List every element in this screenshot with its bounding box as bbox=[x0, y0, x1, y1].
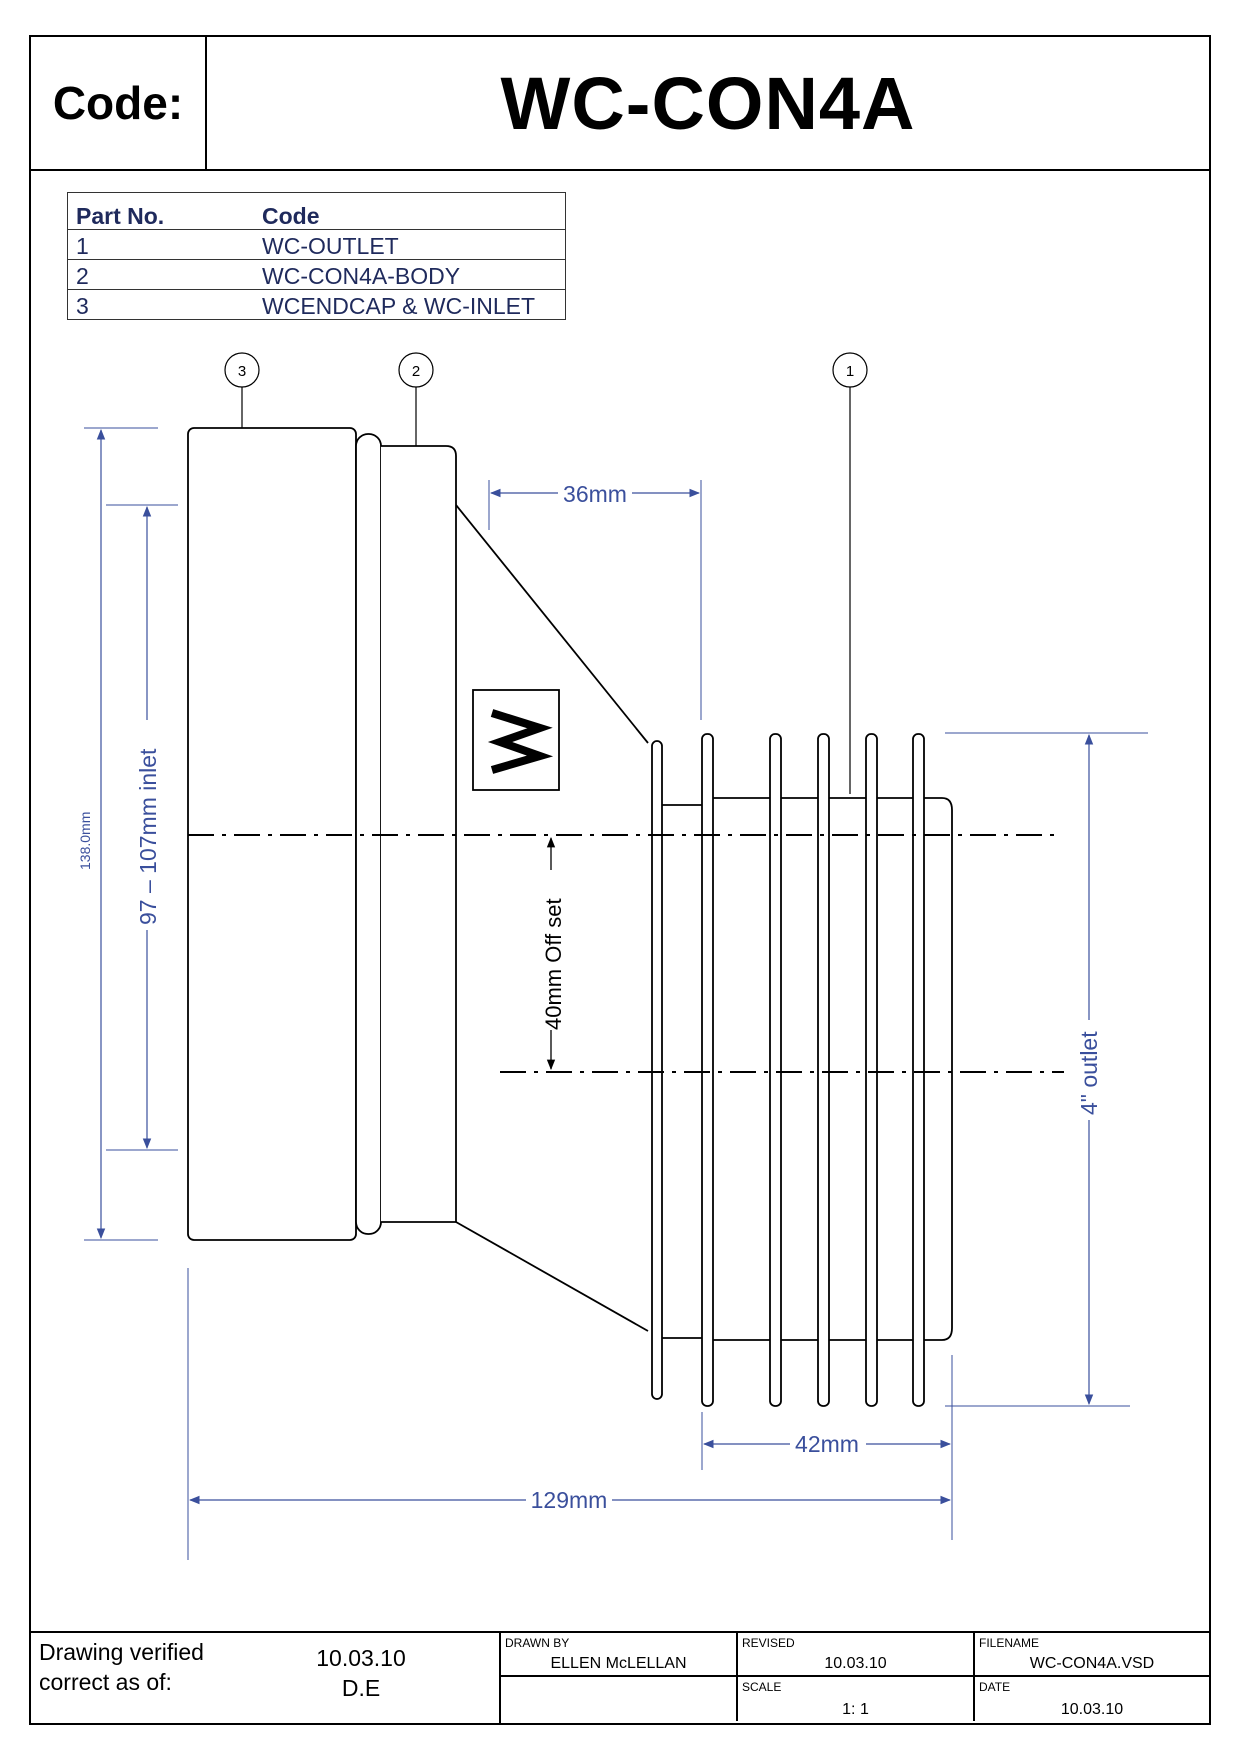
outlet-label: 4" outlet bbox=[1076, 1031, 1102, 1115]
overall-height-label: 138.0mm bbox=[77, 812, 93, 870]
offset-label: 40mm Off set bbox=[541, 898, 566, 1030]
verified-date: 10.03.10 bbox=[316, 1645, 406, 1671]
code-label: Code: bbox=[31, 37, 207, 171]
part-no-cell: 3 bbox=[67, 289, 254, 320]
w-logo-icon bbox=[472, 689, 560, 791]
scale-label: SCALE bbox=[742, 1680, 782, 1694]
filename-label: FILENAME bbox=[979, 1636, 1040, 1650]
overall-height-dimension: 138.0mm bbox=[77, 427, 158, 1241]
title-block: Drawing verified correct as of: 10.03.10… bbox=[31, 1631, 1209, 1723]
inlet-dimension: 97 – 107mm inlet bbox=[106, 504, 178, 1151]
verified-line-1: Drawing verified bbox=[39, 1639, 204, 1665]
outlet-assembly bbox=[651, 733, 953, 1407]
balloon-1: 1 bbox=[832, 352, 868, 794]
step-label: 36mm bbox=[563, 481, 627, 507]
filename-value: WC-CON4A.VSD bbox=[1029, 1655, 1155, 1672]
cone-top-edge bbox=[455, 504, 649, 744]
date-cell: DATE 10.03.10 bbox=[975, 1677, 1209, 1721]
part-code-cell: WCENDCAP & WC-INLET bbox=[254, 289, 566, 320]
date-value: 10.03.10 bbox=[1060, 1701, 1124, 1718]
verified-by: D.E bbox=[341, 1675, 381, 1701]
inlet-label: 97 – 107mm inlet bbox=[135, 748, 161, 925]
revised-cell: REVISED 10.03.10 bbox=[738, 1633, 975, 1677]
product-code-title: WC-CON4A bbox=[207, 37, 1209, 171]
outlet-length-dimension: 42mm bbox=[701, 1355, 953, 1470]
revised-value: 10.03.10 bbox=[824, 1655, 887, 1672]
part-no-cell: 2 bbox=[67, 259, 254, 290]
balloon-1-label: 1 bbox=[846, 363, 854, 380]
outlet-flange bbox=[651, 740, 663, 1400]
part-code-cell: WC-OUTLET bbox=[254, 229, 566, 260]
filename-cell: FILENAME WC-CON4A.VSD bbox=[975, 1633, 1209, 1677]
code-header: Code bbox=[254, 192, 566, 230]
cone-bottom-edge bbox=[455, 1221, 649, 1332]
date-label: DATE bbox=[979, 1680, 1011, 1694]
table-row: 2 WC-CON4A-BODY bbox=[67, 259, 566, 290]
overall-length-dimension: 129mm bbox=[187, 1268, 953, 1560]
scale-cell: SCALE 1: 1 bbox=[738, 1677, 975, 1721]
outlet-fin bbox=[912, 733, 925, 1407]
overall-length-label: 129mm bbox=[531, 1487, 608, 1513]
drawing-frame: Code: WC-CON4A Drawing verified correct … bbox=[29, 35, 1211, 1725]
balloon-2: 2 bbox=[398, 352, 434, 446]
outlet-dimension: 4" outlet bbox=[945, 732, 1148, 1407]
step-dimension: 36mm bbox=[488, 480, 702, 720]
parts-table-header: Part No. Code bbox=[67, 192, 566, 230]
table-row: 1 WC-OUTLET bbox=[67, 229, 566, 260]
table-row: 3 WCENDCAP & WC-INLET bbox=[67, 289, 566, 320]
balloon-3-label: 3 bbox=[238, 363, 246, 380]
blank-cell bbox=[501, 1677, 738, 1721]
drawn-by-label: DRAWN BY bbox=[505, 1636, 570, 1650]
part-code-cell: WC-CON4A-BODY bbox=[254, 259, 566, 290]
scale-value: 1: 1 bbox=[842, 1701, 869, 1718]
title-block-grid: DRAWN BY ELLEN McLELLAN REVISED 10.03.10… bbox=[499, 1633, 1209, 1723]
verified-stamp: 10.03.10 D.E bbox=[301, 1643, 421, 1703]
verified-line-2: correct as of: bbox=[39, 1669, 172, 1695]
revised-label: REVISED bbox=[742, 1636, 795, 1650]
drawn-by-value: ELLEN McLELLAN bbox=[550, 1655, 687, 1672]
verified-text: Drawing verified correct as of: bbox=[39, 1637, 269, 1697]
balloon-3: 3 bbox=[224, 352, 260, 428]
balloon-2-label: 2 bbox=[412, 363, 420, 380]
outlet-fin bbox=[817, 733, 830, 1407]
parts-table: Part No. Code 1 WC-OUTLET 2 WC-CON4A-BOD… bbox=[67, 192, 566, 320]
outlet-fin bbox=[769, 733, 782, 1407]
part-no-cell: 1 bbox=[67, 229, 254, 260]
outlet-fin bbox=[865, 733, 878, 1407]
drawn-by-cell: DRAWN BY ELLEN McLELLAN bbox=[501, 1633, 738, 1677]
outlet-fin bbox=[701, 733, 714, 1407]
part-no-header: Part No. bbox=[67, 192, 254, 230]
outlet-length-label: 42mm bbox=[795, 1431, 859, 1457]
